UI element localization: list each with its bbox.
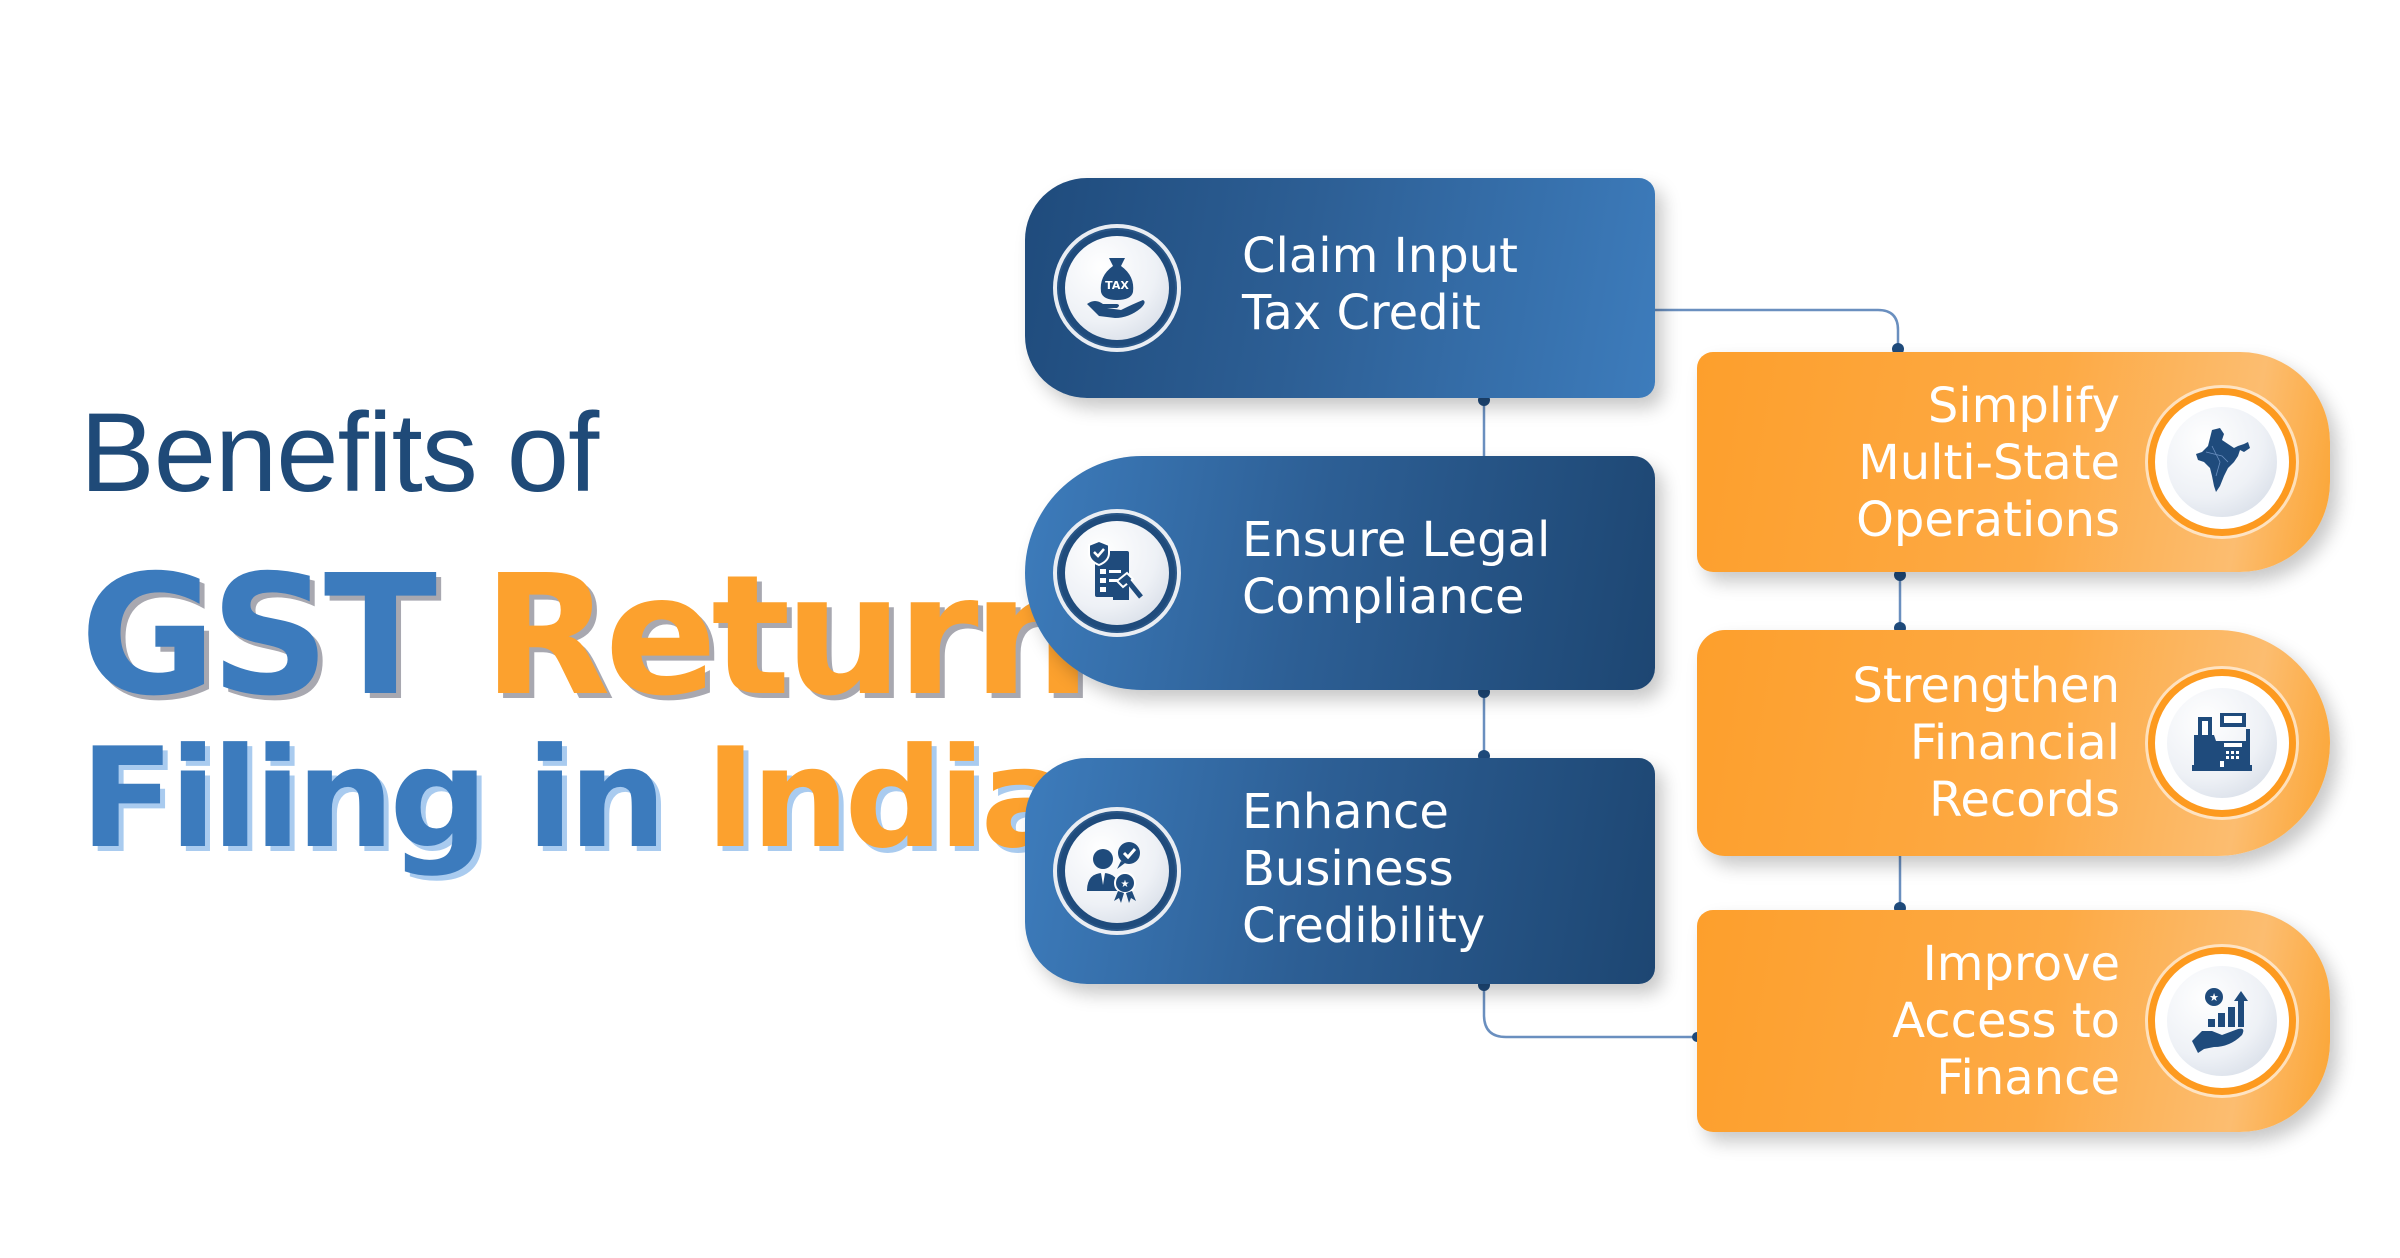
india-map-icon: [2196, 428, 2250, 492]
benefit-card-legal-compliance: Ensure Legal Compliance: [1025, 456, 1655, 690]
benefit-card-access-finance: ★ Improve Access to Finance: [1697, 910, 2330, 1132]
benefit-line-2: Tax Credit: [1242, 285, 1481, 341]
svg-text:★: ★: [2209, 991, 2219, 1004]
benefit-text: Simplify Multi-State Operations: [1856, 378, 2120, 549]
businessman-badge-icon: ★: [1087, 842, 1140, 903]
tax-bag-hand-icon: TAX: [1087, 258, 1145, 318]
title-return: Return: [482, 540, 1091, 733]
benefit-line-2: Compliance: [1242, 569, 1525, 625]
icon-circle: ★: [1053, 807, 1181, 935]
benefit-line-1: Simplify: [1927, 378, 2120, 434]
benefit-line-3: Records: [1929, 772, 2120, 828]
benefit-text: Improve Access to Finance: [1892, 936, 2120, 1107]
benefit-line-2: Financial: [1909, 715, 2120, 771]
title-gst: GST: [80, 540, 437, 733]
benefit-line-1: Improve: [1922, 936, 2120, 992]
benefit-line-2: Business: [1242, 841, 1454, 897]
title-line-3: Filing in India: [80, 718, 1074, 879]
benefit-card-financial-records: Strengthen Financial Records: [1697, 630, 2330, 856]
benefit-line-1: Ensure Legal: [1242, 512, 1551, 568]
benefit-text: Enhance Business Credibility: [1242, 784, 1485, 955]
icon-circle: [1053, 509, 1181, 637]
benefit-line-3: Finance: [1936, 1050, 2120, 1106]
legal-checklist-gavel-icon: [1088, 539, 1143, 600]
title-filing-in: Filing in: [80, 718, 667, 879]
benefit-line-3: Credibility: [1242, 898, 1486, 954]
benefit-card-multi-state: Simplify Multi-State Operations: [1697, 352, 2330, 572]
benefit-line-1: Enhance: [1242, 784, 1449, 840]
benefit-line-2: Multi-State: [1858, 435, 2120, 491]
svg-text:★: ★: [1121, 879, 1130, 890]
benefit-line-1: Claim Input: [1242, 228, 1518, 284]
icon-circle: [2148, 669, 2296, 817]
title-line-2: GST Return: [80, 540, 1091, 733]
hand-growth-chart-icon: ★: [2192, 988, 2248, 1053]
benefit-text: Ensure Legal Compliance: [1242, 512, 1550, 626]
benefit-text: Claim Input Tax Credit: [1242, 228, 1518, 342]
benefit-card-claim-itc: TAX Claim Input Tax Credit: [1025, 178, 1655, 398]
benefit-line-1: Strengthen: [1852, 658, 2120, 714]
icon-circle: TAX: [1053, 224, 1181, 352]
svg-text:TAX: TAX: [1105, 279, 1129, 292]
icon-circle: ★: [2148, 947, 2296, 1095]
benefit-text: Strengthen Financial Records: [1852, 658, 2120, 829]
benefit-line-2: Access to: [1892, 993, 2120, 1049]
benefit-card-business-credibility: ★ Enhance Business Credibility: [1025, 758, 1655, 984]
icon-circle: [2148, 388, 2296, 536]
cash-register-icon: [2192, 713, 2252, 771]
title-india: India: [704, 718, 1074, 879]
title-line-1: Benefits of: [80, 390, 599, 515]
benefit-line-3: Operations: [1856, 492, 2120, 548]
